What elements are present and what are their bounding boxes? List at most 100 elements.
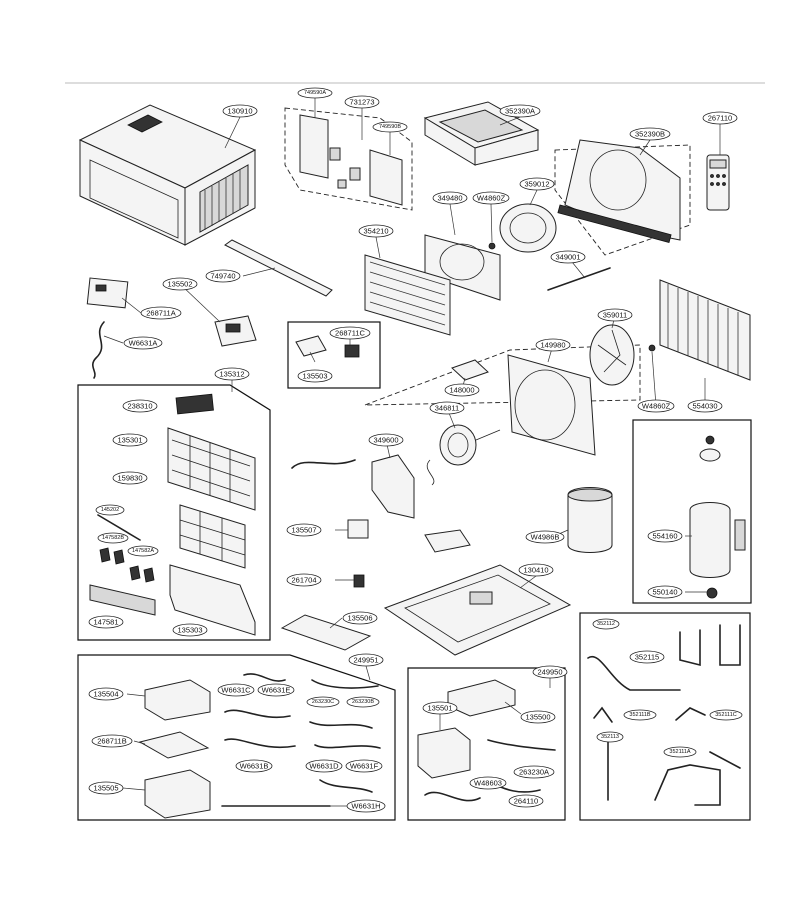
svg-text:554160: 554160 (652, 532, 677, 541)
front-panel-frame (77, 384, 271, 641)
svg-text:148000: 148000 (449, 386, 474, 395)
svg-text:135502: 135502 (167, 280, 192, 289)
svg-text:263230A: 263230A (519, 768, 549, 777)
upper-shroud (423, 101, 540, 166)
svg-text:147582B: 147582B (102, 535, 124, 541)
svg-text:135504: 135504 (93, 690, 118, 699)
callout-349600: 349600 (368, 433, 404, 447)
electrical-box-135501 (417, 727, 471, 779)
callout-554030: 554030 (687, 399, 723, 413)
svg-text:W6631E: W6631E (262, 686, 291, 695)
callout-135303: 135303 (172, 623, 208, 637)
callout-749740: 749740 (205, 269, 241, 283)
callout-359012: 359012 (519, 177, 555, 191)
electrical-plate-b (138, 731, 210, 759)
callout-135506: 135506 (342, 611, 378, 625)
svg-text:147581: 147581 (93, 618, 118, 627)
svg-text:749590A: 749590A (304, 90, 326, 96)
callout-550140: 550140 (647, 585, 683, 599)
bottom-cover-plate (280, 614, 372, 651)
callout-135500: 135500 (520, 710, 556, 724)
callout-W6631B: W6631B (235, 759, 273, 773)
svg-text:261704: 261704 (291, 576, 316, 585)
svg-text:147582A: 147582A (132, 548, 154, 554)
svg-text:W4860Z: W4860Z (642, 402, 671, 411)
compressor-group-frame (632, 419, 752, 604)
svg-text:135500: 135500 (525, 713, 550, 722)
refrigerant-piping (587, 624, 741, 806)
callout-268711C: 268711C (329, 326, 371, 340)
svg-text:135503: 135503 (302, 372, 327, 381)
callout-238310: 238310 (122, 399, 158, 413)
svg-text:352111A: 352111A (669, 749, 691, 755)
callout-349001: 349001 (550, 250, 586, 264)
fan-shroud (507, 354, 596, 456)
svg-text:145202: 145202 (101, 507, 119, 513)
callout-W6631E: W6631E (257, 683, 295, 697)
callout-W48603: W48603 (469, 776, 507, 790)
callout-147582B: 147582B (97, 532, 129, 544)
blower-wheel (488, 203, 557, 253)
callout-147581: 147581 (88, 615, 124, 629)
callout-359011: 359011 (597, 308, 633, 322)
callout-130910: 130910 (222, 104, 258, 118)
control-pcb (86, 277, 129, 309)
fan-motor (426, 424, 501, 486)
lower-left-frame (77, 654, 396, 821)
piping-frame (579, 612, 751, 821)
callout-149980: 149980 (535, 338, 571, 352)
callout-W6631H: W6631H (346, 799, 386, 813)
cover-plate-135500 (447, 679, 516, 717)
svg-text:249950: 249950 (537, 668, 562, 677)
svg-text:135505: 135505 (93, 784, 118, 793)
callout-261704: 261704 (286, 573, 322, 587)
callout-W6631C: W6631C (217, 683, 255, 697)
svg-text:W48603: W48603 (474, 779, 502, 788)
svg-text:W6631D: W6631D (309, 762, 339, 771)
callout-268711A: 268711A (140, 306, 182, 320)
svg-text:268711B: 268711B (97, 737, 126, 746)
orifice-shroud (424, 234, 501, 301)
svg-text:135507: 135507 (291, 526, 316, 535)
svg-text:349600: 349600 (373, 436, 398, 445)
callout-159830: 159830 (112, 471, 148, 485)
top-rail (224, 239, 333, 297)
callout-354210: 354210 (358, 224, 394, 238)
svg-text:267110: 267110 (708, 114, 732, 123)
svg-text:135303: 135303 (177, 626, 202, 635)
svg-text:W6631C: W6631C (221, 686, 251, 695)
svg-text:550140: 550140 (652, 588, 677, 597)
condenser-bracket (554, 139, 691, 256)
callout-W4986B: W4986B (525, 530, 565, 544)
callout-W6631A: W6631A (123, 336, 163, 350)
callout-W4860Z-a: W4860Z (472, 191, 510, 205)
relay (353, 574, 365, 588)
callout-352113: 352113 (596, 731, 624, 743)
capacitor (347, 519, 369, 539)
callout-135502: 135502 (162, 277, 198, 291)
svg-text:W4986B: W4986B (531, 533, 560, 542)
display-sticker (175, 393, 214, 415)
evaporator-coil (364, 254, 451, 336)
electrical-box-c (144, 769, 211, 819)
callout-267110: 267110 (702, 111, 738, 125)
harness-motor (291, 459, 356, 469)
motor-mount (451, 359, 489, 381)
lower-mid-frame (407, 667, 566, 821)
callout-135505: 135505 (88, 781, 124, 795)
callout-135504: 135504 (88, 687, 124, 701)
callout-263230B: 263230B (346, 696, 380, 708)
callout-135312: 135312 (214, 367, 250, 381)
callout-352111A: 352111A (663, 746, 697, 758)
callout-249950: 249950 (532, 665, 568, 679)
callout-264110: 264110 (508, 794, 544, 808)
callout-135507: 135507 (286, 523, 322, 537)
svg-text:135312: 135312 (219, 370, 244, 379)
callout-135501: 135501 (422, 701, 458, 715)
display-pcb (295, 335, 360, 358)
harness-group (221, 673, 381, 807)
svg-text:264110: 264110 (514, 797, 538, 806)
svg-text:352113: 352113 (601, 734, 619, 740)
svg-text:W6631A: W6631A (129, 339, 158, 348)
